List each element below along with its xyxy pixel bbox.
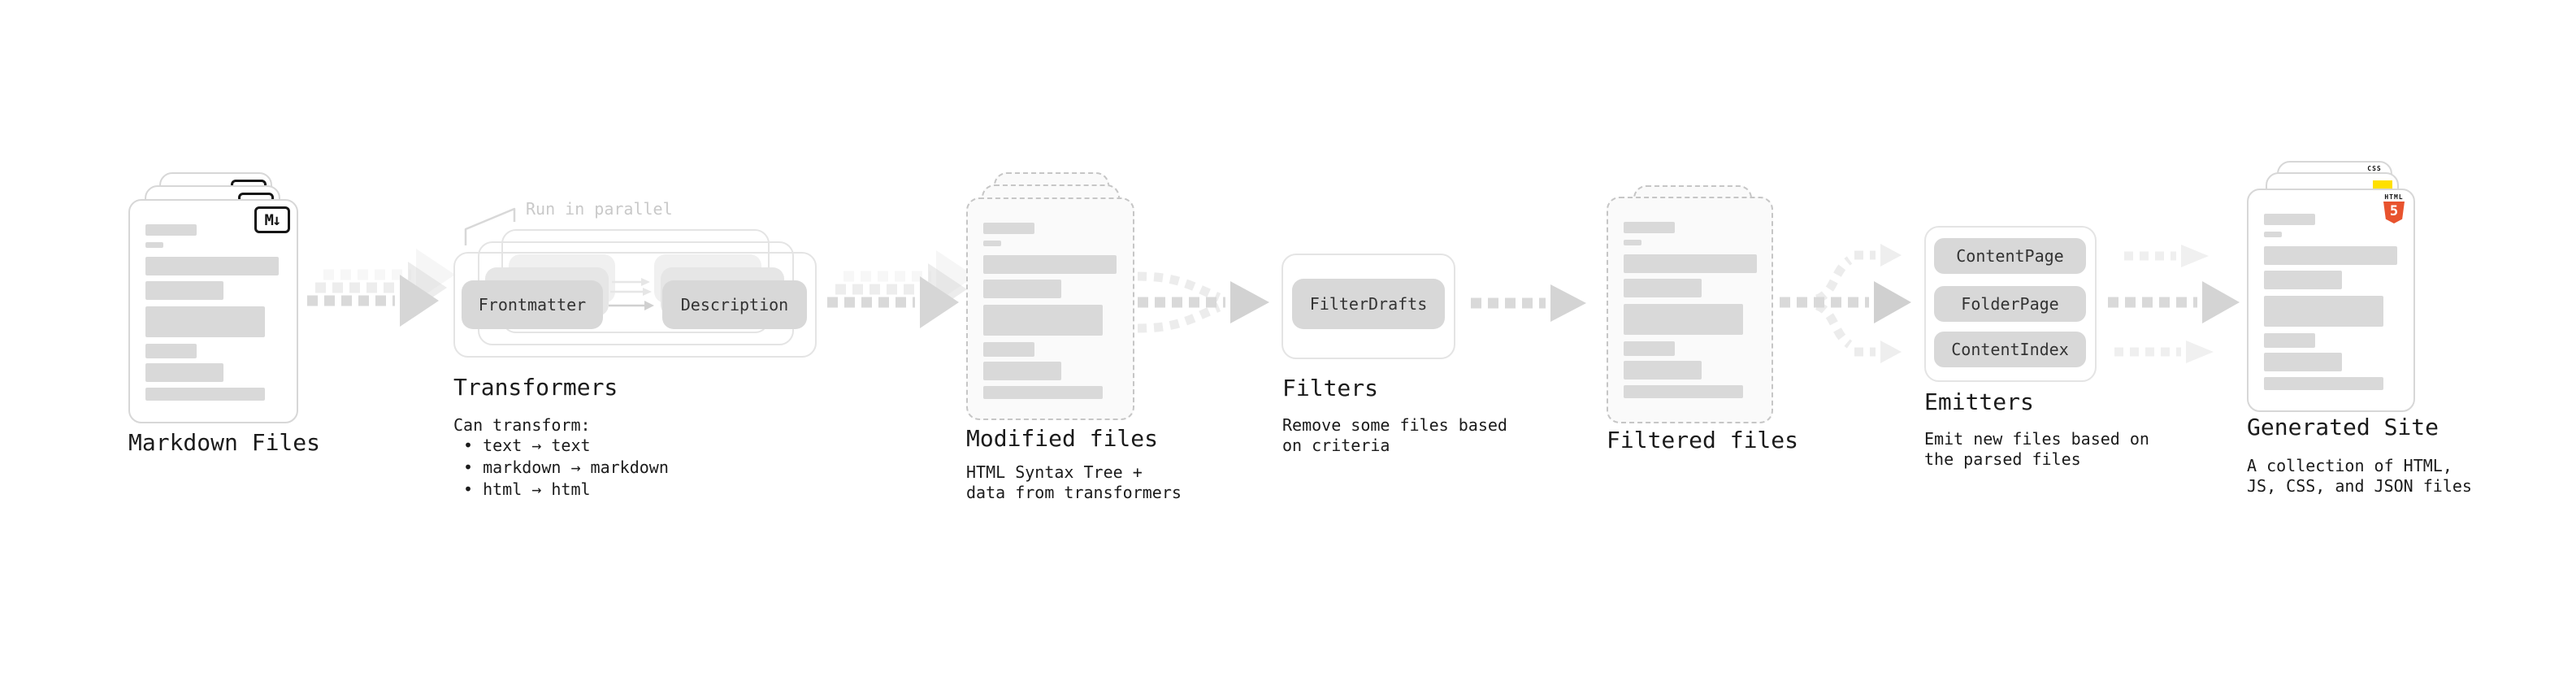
text-line-placeholder <box>145 281 223 300</box>
text-line-placeholder <box>2264 232 2282 237</box>
generated-desc-line: A collection of HTML, <box>2247 456 2452 475</box>
filters-box <box>1281 254 1455 359</box>
filtered-file-card-front <box>1607 197 1773 423</box>
generated-desc-line: JS, CSS, and JSON files <box>2247 476 2472 496</box>
modified-desc-line: data from transformers <box>966 483 1182 502</box>
filter-node-filterdrafts: FilterDrafts <box>1292 279 1445 329</box>
text-line-placeholder <box>1624 222 1675 233</box>
run-in-parallel-note: Run in parallel <box>526 199 673 219</box>
text-line-placeholder <box>983 255 1117 274</box>
text-line-placeholder <box>983 241 1001 246</box>
text-line-placeholder <box>1624 304 1743 335</box>
text-line-placeholder <box>983 386 1103 399</box>
javascript-icon <box>2373 180 2392 190</box>
text-line-placeholder <box>983 280 1061 298</box>
text-line-placeholder <box>2264 333 2315 348</box>
emitters-box <box>1924 226 2097 382</box>
modified-file-card-front <box>966 197 1134 420</box>
transformers-bullet: • text → text <box>463 436 591 455</box>
transformer-node-frontmatter: Frontmatter <box>462 280 603 329</box>
parallel-flow-arrows <box>609 278 654 310</box>
emitter-node-contentindex: ContentIndex <box>1934 332 2086 367</box>
text-line-placeholder <box>2264 377 2383 390</box>
emitter-node-contentpage: ContentPage <box>1934 238 2086 274</box>
text-line-placeholder <box>983 305 1103 336</box>
text-line-placeholder <box>1624 254 1757 273</box>
text-line-placeholder <box>145 224 197 236</box>
text-line-placeholder <box>1624 361 1702 380</box>
transformer-box-front <box>453 252 817 358</box>
text-line-placeholder <box>145 344 197 358</box>
text-line-placeholder <box>145 242 163 248</box>
stage-label-markdown-files: Markdown Files <box>128 429 321 456</box>
stage-label-filtered-files: Filtered files <box>1607 427 1799 453</box>
arrow-markdown-to-transformers <box>307 249 455 327</box>
transformers-bullet: • markdown → markdown <box>463 458 669 477</box>
transformers-bullet: • html → html <box>463 479 591 499</box>
text-line-placeholder <box>145 363 223 382</box>
text-line-placeholder <box>2264 353 2342 371</box>
arrow-emitters-to-generated <box>2108 245 2240 363</box>
markdown-file-card-front: M↓ <box>128 199 298 423</box>
modified-desc-line: HTML Syntax Tree + <box>966 462 1143 482</box>
text-line-placeholder <box>2264 271 2342 289</box>
arrow-transformers-to-modified <box>827 250 975 328</box>
stage-label-filters: Filters <box>1282 375 1379 401</box>
emitters-desc-line: the parsed files <box>1924 449 2081 469</box>
html5-icon: HTML 5 <box>2383 194 2405 223</box>
text-line-placeholder <box>2264 246 2397 265</box>
transformer-node-description: Description <box>662 280 807 329</box>
generated-file-card-html: HTML 5 <box>2247 189 2415 412</box>
stage-label-modified-files: Modified files <box>966 425 1159 452</box>
arrow-modified-to-filters-merge <box>1137 271 1269 333</box>
text-line-placeholder <box>1624 385 1743 398</box>
markdown-icon: M↓ <box>254 206 290 233</box>
text-line-placeholder <box>983 223 1034 234</box>
text-line-placeholder <box>145 388 265 401</box>
stage-label-transformers: Transformers <box>453 374 618 401</box>
arrow-filters-to-filtered <box>1471 284 1586 322</box>
text-line-placeholder <box>2264 296 2383 327</box>
text-line-placeholder <box>983 362 1061 380</box>
stage-label-generated-site: Generated Site <box>2247 414 2439 440</box>
text-line-placeholder <box>145 257 279 275</box>
text-line-placeholder <box>2264 214 2315 225</box>
stage-label-emitters: Emitters <box>1924 388 2034 415</box>
text-line-placeholder <box>983 342 1034 357</box>
text-line-placeholder <box>1624 240 1641 245</box>
filters-desc-line: on criteria <box>1282 436 1390 455</box>
arrow-filtered-to-emitters-fork <box>1780 244 1911 363</box>
filters-desc-line: Remove some files based <box>1282 415 1507 435</box>
text-line-placeholder <box>1624 341 1675 356</box>
annotation-leader-line <box>464 207 516 245</box>
transformers-desc-title: Can transform: <box>453 415 591 435</box>
text-line-placeholder <box>1624 279 1702 297</box>
emitters-desc-line: Emit new files based on <box>1924 429 2149 449</box>
emitter-node-folderpage: FolderPage <box>1934 286 2086 322</box>
text-line-placeholder <box>145 306 265 337</box>
